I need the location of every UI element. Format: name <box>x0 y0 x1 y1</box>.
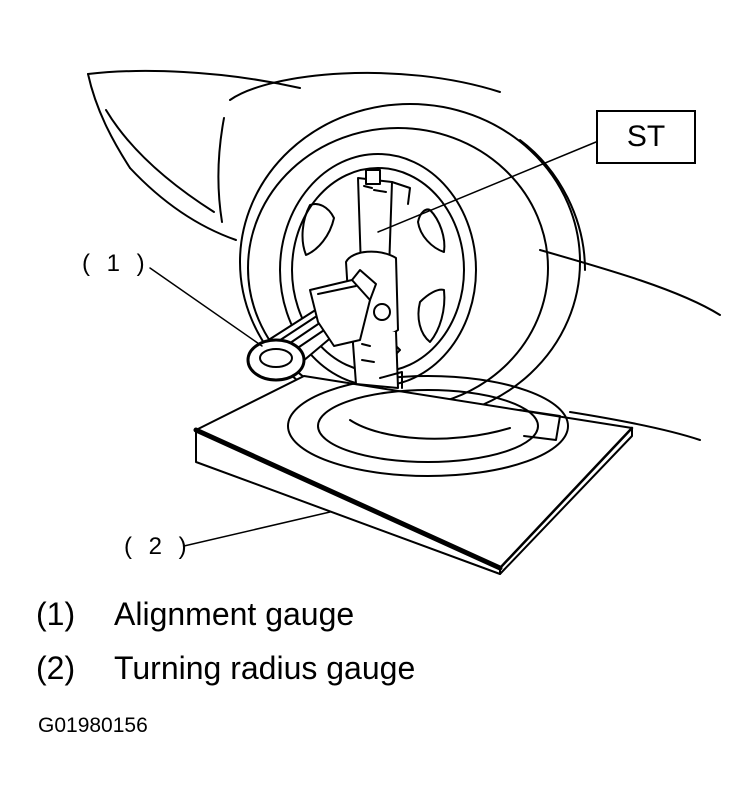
legend-label: Alignment gauge <box>114 596 355 632</box>
leader-lines <box>149 141 597 547</box>
wheel-alignment-illustration <box>87 69 721 575</box>
st-label-box: ST <box>596 110 696 164</box>
callout-label-2: ( 2 ) <box>124 533 192 560</box>
callout-label-1: ( 1 ) <box>82 250 150 277</box>
figure-code: G01980156 <box>38 714 148 737</box>
legend-label: Turning radius gauge <box>114 650 416 686</box>
legend-item-1: (1) Alignment gauge <box>36 596 354 633</box>
vehicle-body <box>87 69 721 441</box>
turning-radius-gauge <box>193 375 634 575</box>
leader-line-st <box>377 141 597 233</box>
legend-number: (2) <box>36 650 76 686</box>
legend-item-2: (2) Turning radius gauge <box>36 650 415 687</box>
leader-line-2 <box>183 511 331 547</box>
alignment-gauge <box>246 269 377 382</box>
legend-number: (1) <box>36 596 76 632</box>
leader-line-1 <box>149 267 263 347</box>
special-tool <box>345 169 411 389</box>
